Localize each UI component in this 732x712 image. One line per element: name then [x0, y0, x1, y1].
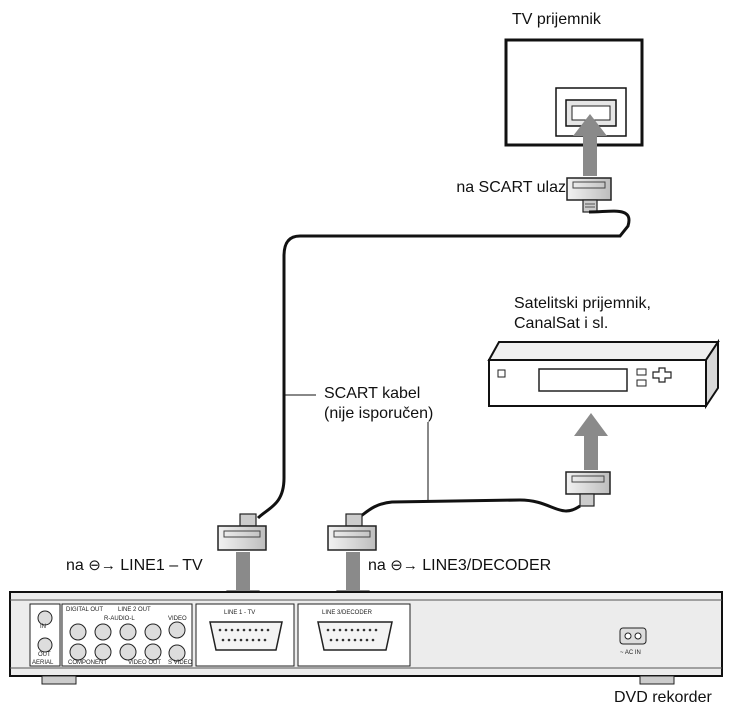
panel-label-line1-tv: LINE 1 - TV	[224, 610, 255, 616]
label-line1-suffix: LINE1 – TV	[120, 557, 203, 574]
panel-label-line2-out: LINE 2 OUT	[118, 607, 151, 613]
panel-label-digital-out: DIGITAL OUT	[66, 607, 103, 613]
label-line3-suffix: LINE3/DECODER	[422, 557, 552, 574]
line-input-arrow-icon: ⊖→	[88, 557, 116, 574]
panel-label-video-out: VIDEO OUT	[128, 660, 161, 666]
panel-label-in: IN	[40, 624, 46, 630]
label-cable-2: (nije isporučen)	[324, 405, 434, 422]
panel-label-aerial: AERIAL	[32, 660, 54, 666]
cable-tv-to-line1	[256, 209, 631, 520]
panel-label-out: OUT	[38, 652, 51, 658]
label-line3: na ⊖→ LINE3/DECODER	[368, 556, 551, 576]
label-satellite-1: Satelitski prijemnik,	[514, 295, 651, 312]
satellite-receiver	[487, 338, 720, 410]
tv-scart-plug	[566, 177, 612, 213]
panel-label-line3-decoder: LINE 3/DECODER	[322, 610, 373, 616]
tv-set	[504, 38, 644, 147]
panel-label-ac-in: ~ AC IN	[620, 650, 641, 656]
arrow-to-tv	[573, 114, 607, 176]
arrow-to-satellite	[574, 413, 608, 470]
label-line3-prefix: na	[368, 557, 386, 574]
label-tv: TV prijemnik	[512, 11, 601, 28]
line3-scart-plug	[327, 513, 377, 551]
label-scart-in: na SCART ulaz	[456, 179, 566, 196]
line1-scart-plug	[217, 513, 267, 551]
panel-label-s-video: S VIDEO	[168, 660, 193, 666]
panel-label-video: VIDEO	[168, 616, 187, 622]
line-input-arrow-icon: ⊖→	[390, 557, 418, 574]
label-line1: na ⊖→ LINE1 – TV	[66, 556, 203, 576]
label-satellite-2: CanalSat i sl.	[514, 315, 609, 332]
label-line1-prefix: na	[66, 557, 84, 574]
label-dvd-recorder: DVD rekorder	[614, 689, 712, 706]
satellite-scart-plug	[565, 471, 611, 507]
panel-label-raudio: R-AUDIO-L	[104, 616, 135, 622]
dvd-recorder-rear-panel	[9, 591, 723, 685]
cable-satellite-to-line3	[351, 498, 581, 524]
label-cable-1: SCART kabel	[324, 385, 421, 402]
panel-label-component: COMPONENT	[68, 660, 107, 666]
